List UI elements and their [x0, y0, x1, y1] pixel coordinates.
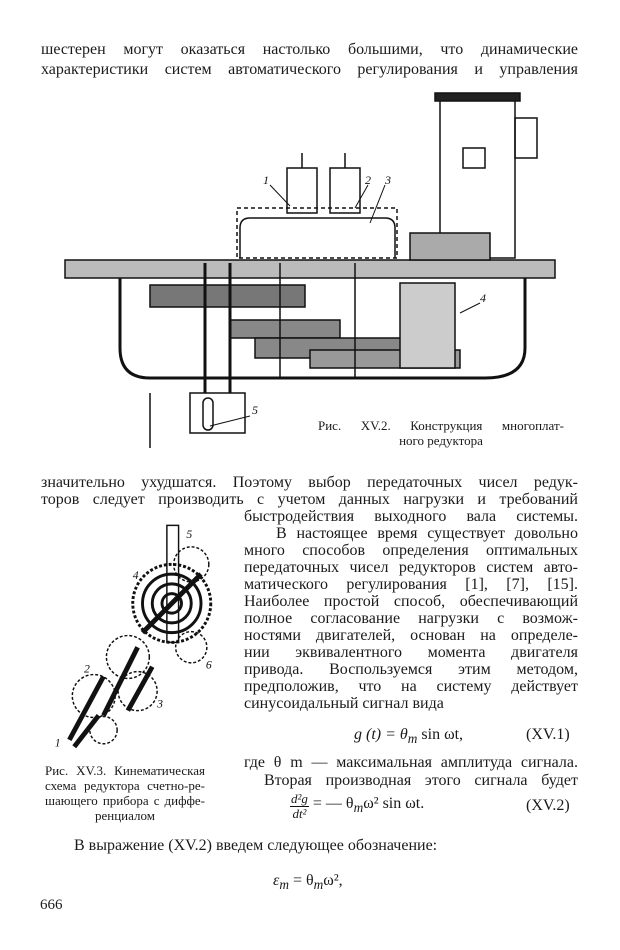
eq-rhs: = — θ: [312, 795, 354, 813]
equation-epsilon: εm = θmω²,: [273, 872, 343, 894]
figure-caption: ренциалом: [95, 808, 155, 823]
equation-number: (XV.2): [526, 797, 570, 814]
body-line: предположив, что на систему действует: [244, 678, 578, 695]
body-line: передаточных чисел редукторов систем авт…: [244, 559, 578, 576]
equation-xv1: g (t) = θm sin ωt,: [354, 726, 463, 748]
body-line: характеристики систем автоматического ре…: [41, 61, 578, 78]
eq-numerator: d²g: [290, 791, 309, 807]
figure-label: 2: [365, 173, 371, 187]
figure-caption: Рис. XV.2. Конструкция многоплат-: [318, 418, 564, 433]
body-line: много способов определения оптимальных: [244, 542, 578, 559]
body-line: где θ m — максимальная амплитуда сигнала…: [244, 754, 578, 771]
body-line: торов следует производить с учетом данны…: [41, 491, 578, 508]
eq-rhs2: ω² sin ωt.: [363, 795, 425, 813]
figure-label: 6: [206, 659, 212, 672]
figure-label: 5: [252, 403, 258, 417]
figure-label: 3: [156, 698, 163, 711]
figure-label: 4: [480, 291, 486, 305]
figure-caption: схема редуктора счетно-ре-: [45, 778, 205, 793]
figure-label: 4: [133, 569, 139, 582]
body-line: быстродействия выходного вала системы.: [244, 508, 578, 525]
body-line: ностями двигателей, основан на определе-: [244, 627, 578, 644]
body-line: В выражение (XV.2) введем следующее обоз…: [74, 837, 438, 854]
eq-sub: m: [407, 731, 418, 747]
body-line: полное согласование нагрузки с возмож-: [244, 610, 578, 627]
eq-rhs: sin ωt,: [417, 726, 464, 743]
body-line: шестерен могут оказаться настолько больш…: [41, 41, 578, 58]
eq-denominator: dt²: [292, 806, 307, 821]
figure-label: 1: [55, 737, 61, 750]
eq-sub: m: [353, 800, 364, 816]
body-line: матического регулирования [1], [7], [15]…: [244, 576, 578, 593]
figure-label: 2: [84, 663, 90, 676]
equation-xv2: d²g dt² = — θmω² sin ωt.: [290, 792, 424, 821]
figure-label: 5: [186, 528, 192, 541]
eq-mid: = θ: [288, 872, 314, 889]
figure-caption: шающего прибора с диффе-: [45, 793, 205, 808]
body-line: Вторая производная этого сигнала будет: [264, 772, 578, 789]
eq-rhs: ω²,: [323, 872, 343, 889]
body-line: Наиболее простой способ, обеспечивающий: [244, 593, 578, 610]
figure-kinematic-scheme: 5 4 6 3 2 1: [55, 524, 213, 750]
body-line: привода. Воспользуемся этим методом,: [244, 661, 578, 678]
figure-caption: ного редуктора: [399, 433, 483, 448]
body-line: нии эквивалентного момента двигателя: [244, 644, 578, 661]
page-number: 666: [40, 897, 63, 913]
body-line: синусоидальный сигнал вида: [244, 695, 444, 712]
eq-lhs: ε: [273, 872, 280, 889]
body-line: значительно ухудшатся. Поэтому выбор пер…: [41, 474, 578, 491]
equation-number: (XV.1): [526, 726, 570, 743]
figure-label: 1: [263, 173, 269, 187]
figure-caption: Рис. XV.3. Кинематическая: [45, 763, 205, 778]
eq-sub: m: [279, 877, 289, 893]
figure-label: 3: [384, 173, 391, 187]
eq-lhs: g (t) = θ: [354, 726, 408, 743]
figure-gearbox-drawing: 1 2 3 4 5: [64, 92, 556, 448]
body-line: В настоящее время существует довольно: [276, 525, 578, 542]
eq-sub: m: [313, 877, 324, 893]
